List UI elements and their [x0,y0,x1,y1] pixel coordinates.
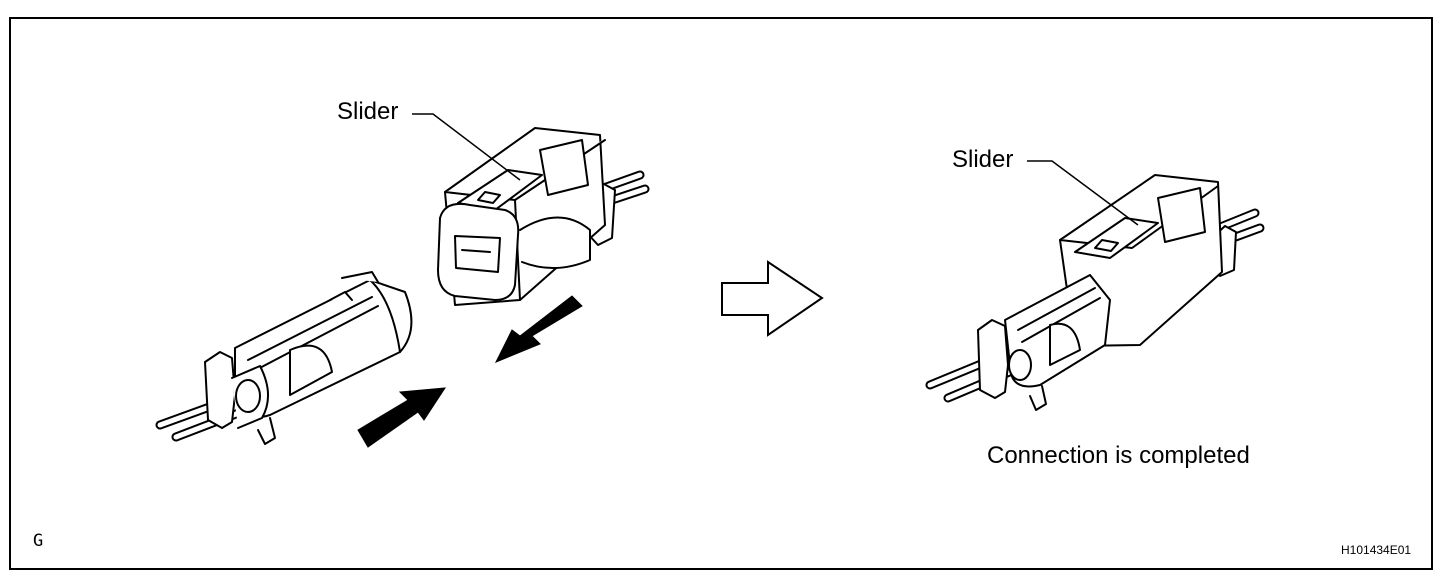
corner-code: G [33,531,44,551]
slider-leader-right [1027,160,1139,226]
push-arrow-right-icon [494,295,583,363]
figure-id: H101434E01 [1341,543,1412,557]
slider-label-after: Slider [952,146,1014,173]
female-connector [437,127,650,306]
push-arrow-left-icon [357,387,446,448]
connection-caption: Connection is completed [987,442,1250,469]
diagram-frame [9,17,1433,570]
slider-leader-left [412,113,521,181]
slider-label-before: Slider [337,98,399,125]
male-connector [155,271,413,445]
transition-arrow-icon [721,260,824,337]
connected-connector [925,174,1265,411]
